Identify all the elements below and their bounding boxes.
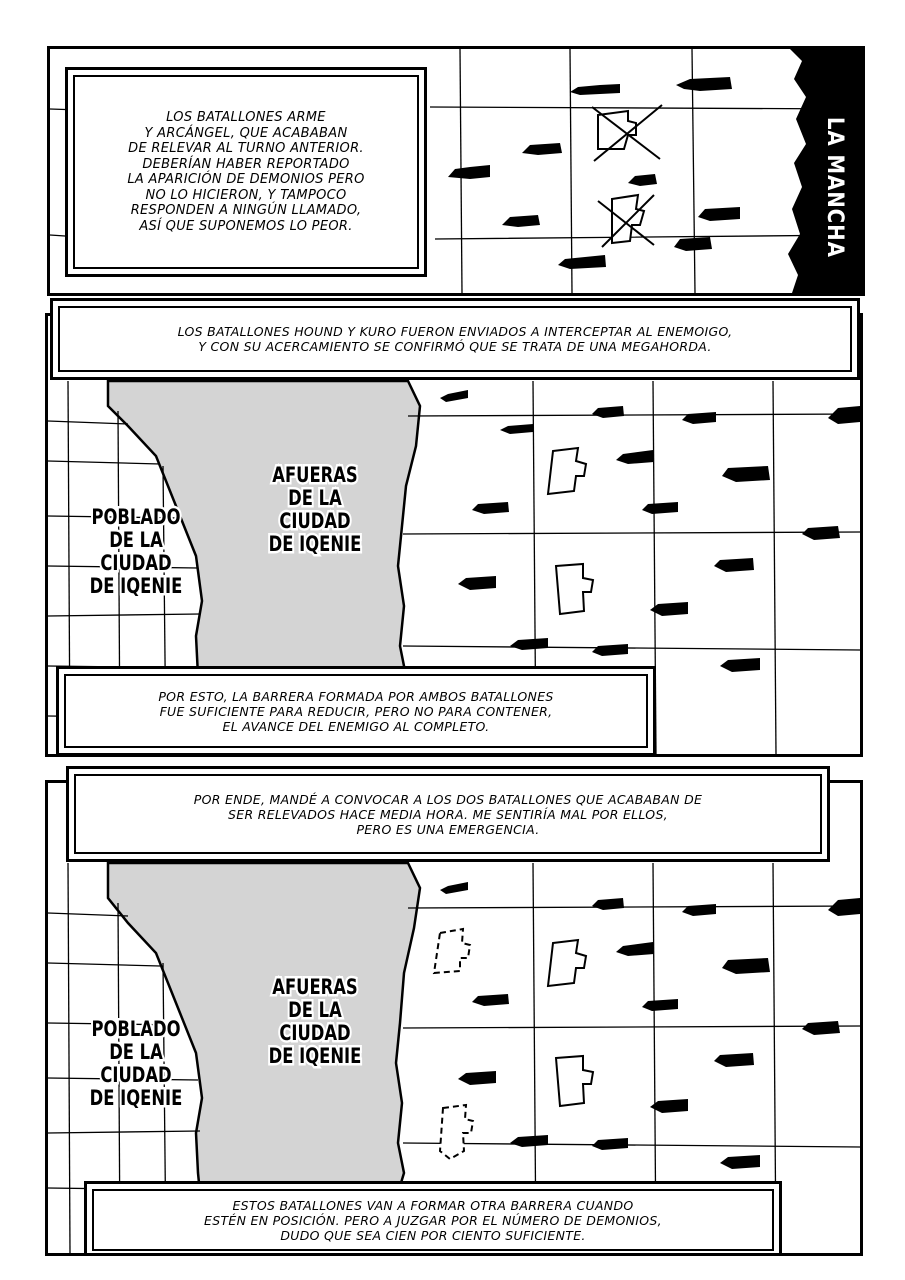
panel-3-bottom-caption-text: Estos batallones van a formar otra barre… [204,1197,662,1243]
panel-3-top-caption-text: Por ende, mandé a convocar a los dos bat… [193,791,703,837]
panel-2-map: POBLADO DE LA CIUDAD DE IQENIE AFUERAS D… [45,313,863,757]
panel-3-bottom-caption: Estos batallones van a formar otra barre… [84,1181,782,1253]
outskirts-label: AFUERAS DE LA CIUDAD DE IQENIE [267,973,364,1070]
panel-1-caption: Los Batallones Arme y Arcángel, que acab… [65,67,427,277]
town-label: POBLADO DE LA CIUDAD DE IQENIE [88,503,185,600]
panel-2-top-caption: Los Batallones Hound y Kuro fueron envia… [50,298,860,380]
la-mancha-label: LA MANCHA [822,116,847,258]
outskirts-zone [106,379,422,754]
panel-2-map-drawing [48,379,860,754]
panel-1-map: Los Batallones Arme y Arcángel, que acab… [47,46,865,296]
panel-2-top-caption-text: Los Batallones Hound y Kuro fueron envia… [177,324,733,354]
panel-1-map-drawing [50,49,862,293]
panel-2-bottom-caption: Por esto, la barrera formada por ambos b… [56,666,656,754]
la-mancha-region [788,49,862,293]
panel-3-top-caption: Por ende, mandé a convocar a los dos bat… [66,766,830,862]
panel-1-caption-text: Los Batallones Arme y Arcángel, que acab… [127,110,365,234]
panel-2-bottom-caption-text: Por esto, la barrera formada por ambos b… [158,688,554,734]
outskirts-label: AFUERAS DE LA CIUDAD DE IQENIE [267,461,364,558]
town-label: POBLADO DE LA CIUDAD DE IQENIE [88,1015,185,1112]
panel-3-map-drawing [48,861,860,1253]
outskirts-zone [106,861,422,1253]
